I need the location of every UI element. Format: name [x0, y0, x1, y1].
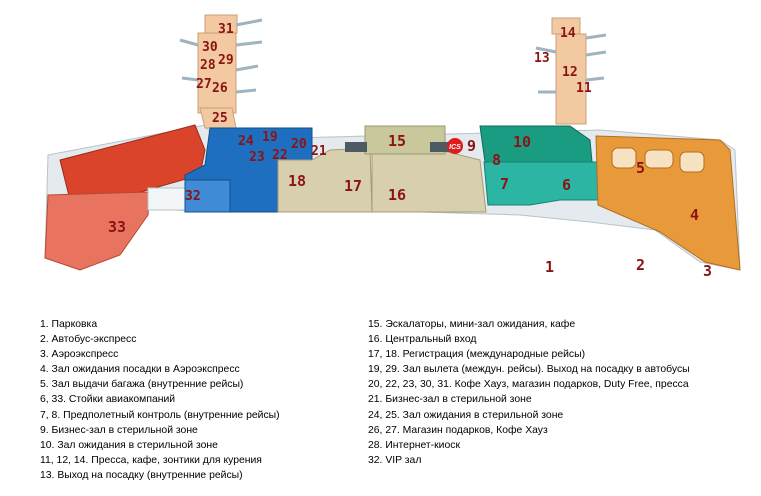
legend-item: 16. Центральный вход: [368, 334, 477, 346]
zone-label-3: 3: [703, 262, 712, 280]
escalator-mark: [430, 142, 452, 152]
zone-label-6: 6: [562, 176, 571, 194]
legend-item: 21. Бизнес-зал в стерильной зоне: [368, 394, 532, 406]
zone-label-31: 31: [218, 22, 234, 37]
right-pier: [535, 17, 607, 125]
zone-label-26: 26: [212, 81, 228, 96]
zone-label-1: 1: [545, 258, 554, 276]
zone-label-13: 13: [534, 51, 550, 66]
zone-label-8: 8: [492, 151, 501, 169]
zone-label-25: 25: [212, 111, 228, 126]
zone-label-20: 20: [291, 137, 307, 152]
zone-label-2: 2: [636, 256, 645, 274]
zone-lounge-green: [479, 125, 593, 163]
zone-airline-counters-33: [44, 191, 151, 271]
zone-baggage: [595, 135, 741, 271]
zone-label-18: 18: [288, 172, 306, 190]
zone-label-33: 33: [108, 218, 126, 236]
legend-item: 4. Зал ожидания посадки в Аэроэкспресс: [40, 364, 240, 376]
baggage-belt: [644, 149, 674, 169]
zone-label-4: 4: [690, 206, 699, 224]
terminal-map: ICS 1 2 3 4 5 6 7 8 9 10 11 12 13 14 15 …: [44, 14, 741, 280]
legend-left: 1. Парковка 2. Автобус-экспресс 3. Аэроэ…: [40, 317, 280, 483]
zone-labels: 1 2 3 4 5 6 7 8 9 10 11 12 13 14 15 16 1…: [108, 22, 712, 280]
legend-item: 6, 33. Стойки авиакомпаний: [40, 394, 176, 406]
zone-label-15: 15: [388, 132, 406, 150]
ics-badge: [447, 138, 463, 154]
zone-label-5: 5: [636, 159, 645, 177]
zone-label-27: 27: [196, 77, 212, 92]
legend-item: 7, 8. Предполетный контроль (внутренние …: [40, 409, 280, 421]
legend-item: 3. Аэроэкспресс: [40, 349, 119, 361]
legend-item: 1. Парковка: [40, 319, 98, 330]
zone-label-28: 28: [200, 58, 216, 73]
zone-label-7: 7: [500, 175, 509, 193]
legend-item: 9. Бизнес-зал в стерильной зоне: [40, 424, 198, 436]
zone-label-22: 22: [272, 148, 288, 163]
zone-label-16: 16: [388, 186, 406, 204]
zone-label-17: 17: [344, 177, 362, 195]
zone-label-30: 30: [202, 40, 218, 55]
legend-item: 24, 25. Зал ожидания в стерильной зоне: [368, 409, 564, 421]
legend-item: 26, 27. Магазин подарков, Кофе Хауз: [368, 424, 548, 436]
zone-label-32: 32: [185, 189, 201, 204]
escalator-mark: [345, 142, 367, 152]
zone-label-12: 12: [562, 65, 578, 80]
zone-label-19: 19: [262, 130, 278, 145]
legend-item: 28. Интернет-киоск: [368, 439, 460, 451]
zone-label-29: 29: [218, 53, 234, 68]
left-pier: [179, 14, 263, 129]
vip-zone: [184, 179, 231, 213]
zone-label-14: 14: [560, 26, 576, 41]
ics-badge-label: ICS: [449, 144, 461, 151]
baggage-belt: [679, 151, 705, 173]
legend-item: 15. Эскалаторы, мини-зал ожидания, кафе: [368, 319, 576, 330]
zone-label-21: 21: [311, 144, 327, 159]
legend-item: 10. Зал ожидания в стерильной зоне: [40, 439, 218, 451]
legend-item: 13. Выход на посадку (внутренние рейсы): [40, 469, 243, 481]
legend-right: 15. Эскалаторы, мини-зал ожидания, кафе …: [368, 317, 690, 468]
zone-label-24: 24: [238, 134, 254, 149]
legend-item: 5. Зал выдачи багажа (внутренние рейсы): [40, 379, 244, 391]
legend-item: 2. Автобус-экспресс: [40, 334, 137, 346]
zone-label-9: 9: [467, 137, 476, 155]
legend-item: 17, 18. Регистрация (международные рейсы…: [368, 349, 586, 361]
legend-item: 11, 12, 14. Пресса, кафе, зонтики для ку…: [40, 454, 262, 466]
legend-item: 20, 22, 23, 30, 31. Кофе Хауз, магазин п…: [368, 379, 689, 391]
zone-label-23: 23: [249, 150, 265, 165]
legend-item: 32. VIP зал: [368, 454, 422, 466]
baggage-belt: [611, 147, 637, 169]
zone-label-10: 10: [513, 133, 531, 151]
zone-label-11: 11: [576, 81, 592, 96]
legend-item: 19, 29. Зал вылета (междун. рейсы). Выхо…: [368, 364, 690, 376]
